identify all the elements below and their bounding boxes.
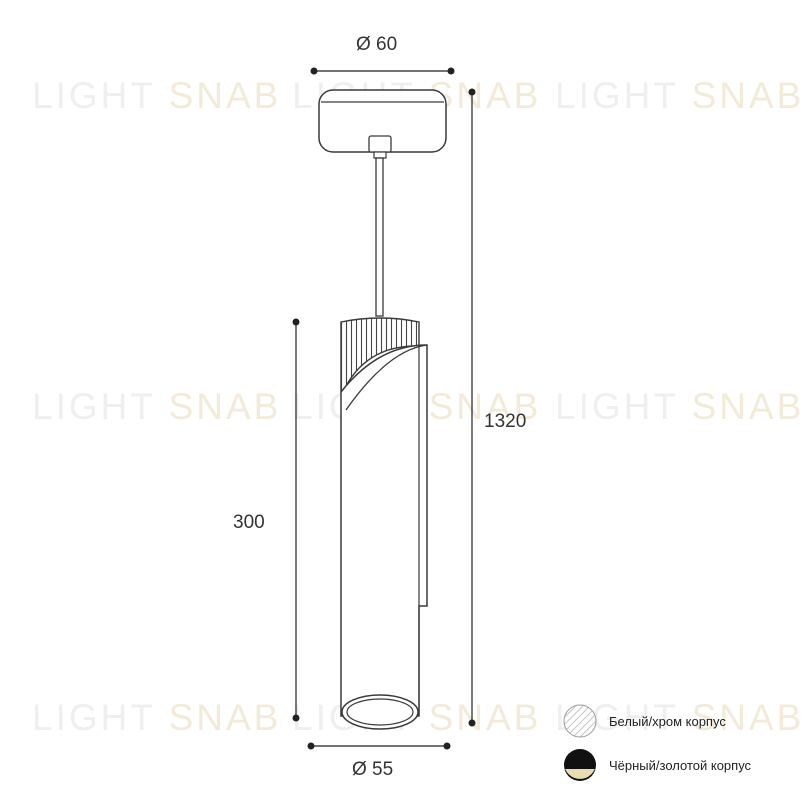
cord-connector (368, 135, 392, 159)
dimension-body-height (292, 318, 300, 722)
watermark: LIGHT SNAB (555, 75, 805, 116)
watermark: LIGHT SNAB (555, 386, 805, 427)
watermark: LIGHT SNAB (32, 75, 282, 116)
body-height-label: 300 (233, 512, 265, 533)
bottom-diameter-label: Ø 55 (352, 759, 394, 780)
watermark: LIGHT SNAB (32, 697, 282, 738)
total-height-label: 1320 (484, 411, 527, 432)
suspension-rod (375, 157, 384, 317)
top-diameter-label: Ø 60 (356, 34, 398, 55)
dimension-total-height (468, 88, 476, 727)
legend-item-black-gold: Чёрный/золотой корпус (563, 748, 751, 782)
watermark: LIGHT SNAB (555, 697, 805, 738)
legend-label: Чёрный/золотой корпус (609, 757, 752, 773)
dimension-top-diameter (310, 67, 455, 75)
watermark: LIGHT SNAB (32, 386, 282, 427)
dimension-bottom-diameter (307, 742, 451, 750)
bottom-opening (341, 694, 419, 730)
white-chrome-swatch-icon (563, 704, 597, 738)
tube-body (340, 344, 428, 717)
legend-item-white-chrome: Белый/хром корпус (563, 704, 726, 738)
legend-label: Белый/хром корпус (609, 713, 726, 729)
black-gold-swatch-icon (564, 749, 596, 781)
